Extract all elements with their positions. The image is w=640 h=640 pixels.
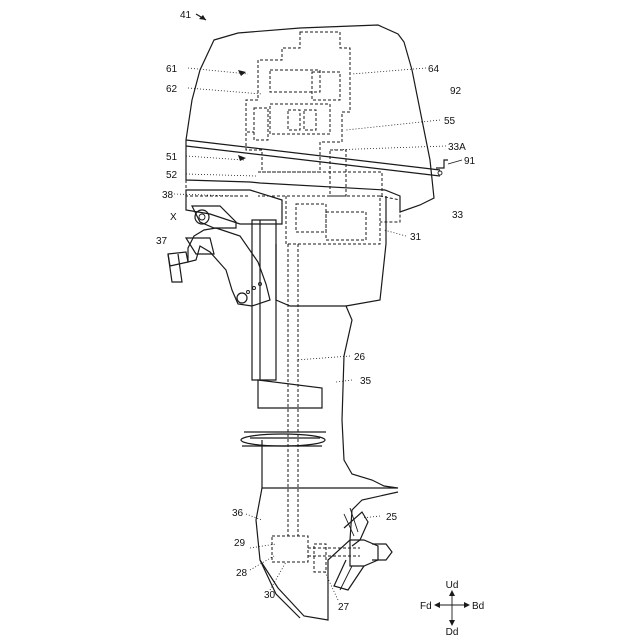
label-31: 31	[410, 232, 422, 243]
latch-pin	[438, 171, 442, 175]
gear-housing	[272, 536, 308, 562]
label-25: 25	[386, 512, 398, 523]
engine-cover	[186, 25, 434, 212]
label-92: 92	[450, 86, 462, 97]
label-52: 52	[166, 170, 178, 181]
label-33A: 33A	[448, 142, 466, 153]
compass-backward-label: Bd	[472, 601, 484, 612]
upper-casing	[262, 244, 398, 488]
label-29: 29	[234, 538, 246, 549]
drive-shaft	[288, 244, 298, 536]
label-36: 36	[232, 508, 244, 519]
arrow-51	[238, 155, 246, 161]
clamp-bracket	[168, 190, 282, 380]
label-X: X	[170, 212, 177, 223]
propeller	[334, 508, 392, 590]
cover-parting-strip	[186, 140, 440, 176]
leader-lines	[174, 68, 446, 600]
label-61: 61	[166, 64, 178, 75]
label-91: 91	[464, 156, 476, 167]
label-33: 33	[452, 210, 464, 221]
label-30: 30	[264, 590, 276, 601]
label-51: 51	[166, 152, 178, 163]
arrow-91	[448, 160, 462, 164]
label-28: 28	[236, 568, 248, 579]
label-41: 41	[180, 10, 192, 21]
label-26: 26	[354, 352, 366, 363]
label-64: 64	[428, 64, 440, 75]
compass-forward-label: Fd	[420, 601, 432, 612]
exhaust-plate	[258, 380, 322, 408]
label-35: 35	[360, 376, 372, 387]
label-55: 55	[444, 116, 456, 127]
label-62: 62	[166, 84, 178, 95]
anti-ventilation-disk	[241, 434, 325, 446]
compass-up-label: Ud	[446, 580, 459, 591]
label-27: 27	[338, 602, 350, 613]
direction-compass: Ud Dd Fd Bd	[420, 580, 484, 638]
engine-internals	[186, 32, 400, 244]
lower-casing	[256, 488, 398, 620]
cover-latch	[436, 160, 448, 168]
label-38: 38	[162, 190, 174, 201]
label-37: 37	[156, 236, 168, 247]
compass-down-label: Dd	[446, 627, 459, 638]
